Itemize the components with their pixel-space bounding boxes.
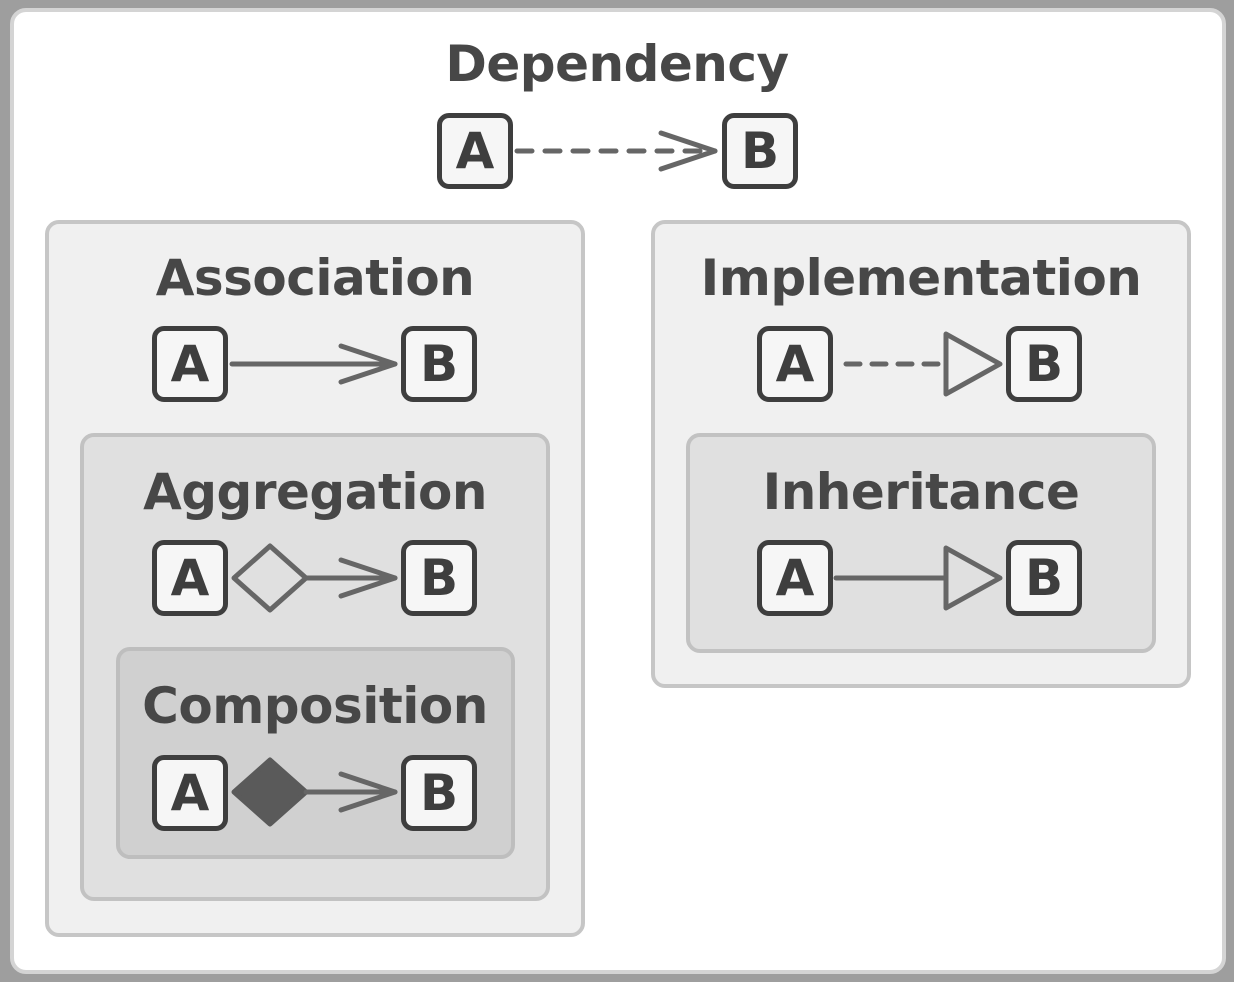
dependency-class-a: A bbox=[437, 113, 513, 189]
aggregation-title: Aggregation bbox=[143, 463, 487, 521]
implementation-class-a: A bbox=[757, 326, 833, 402]
aggregation-class-b: B bbox=[401, 540, 477, 616]
association-class-b: B bbox=[401, 326, 477, 402]
inheritance-class-a: A bbox=[757, 540, 833, 616]
association-title: Association bbox=[155, 249, 475, 307]
inheritance-title: Inheritance bbox=[762, 463, 1080, 521]
dependency-title: Dependency bbox=[445, 35, 789, 93]
implementation-title: Implementation bbox=[700, 249, 1142, 307]
dependency-class-b: B bbox=[722, 113, 798, 189]
implementation-class-b: B bbox=[1006, 326, 1082, 402]
association-class-a: A bbox=[152, 326, 228, 402]
composition-class-b: B bbox=[401, 755, 477, 831]
composition-class-a: A bbox=[152, 755, 228, 831]
inheritance-class-b: B bbox=[1006, 540, 1082, 616]
composition-title: Composition bbox=[142, 677, 488, 735]
aggregation-class-a: A bbox=[152, 540, 228, 616]
